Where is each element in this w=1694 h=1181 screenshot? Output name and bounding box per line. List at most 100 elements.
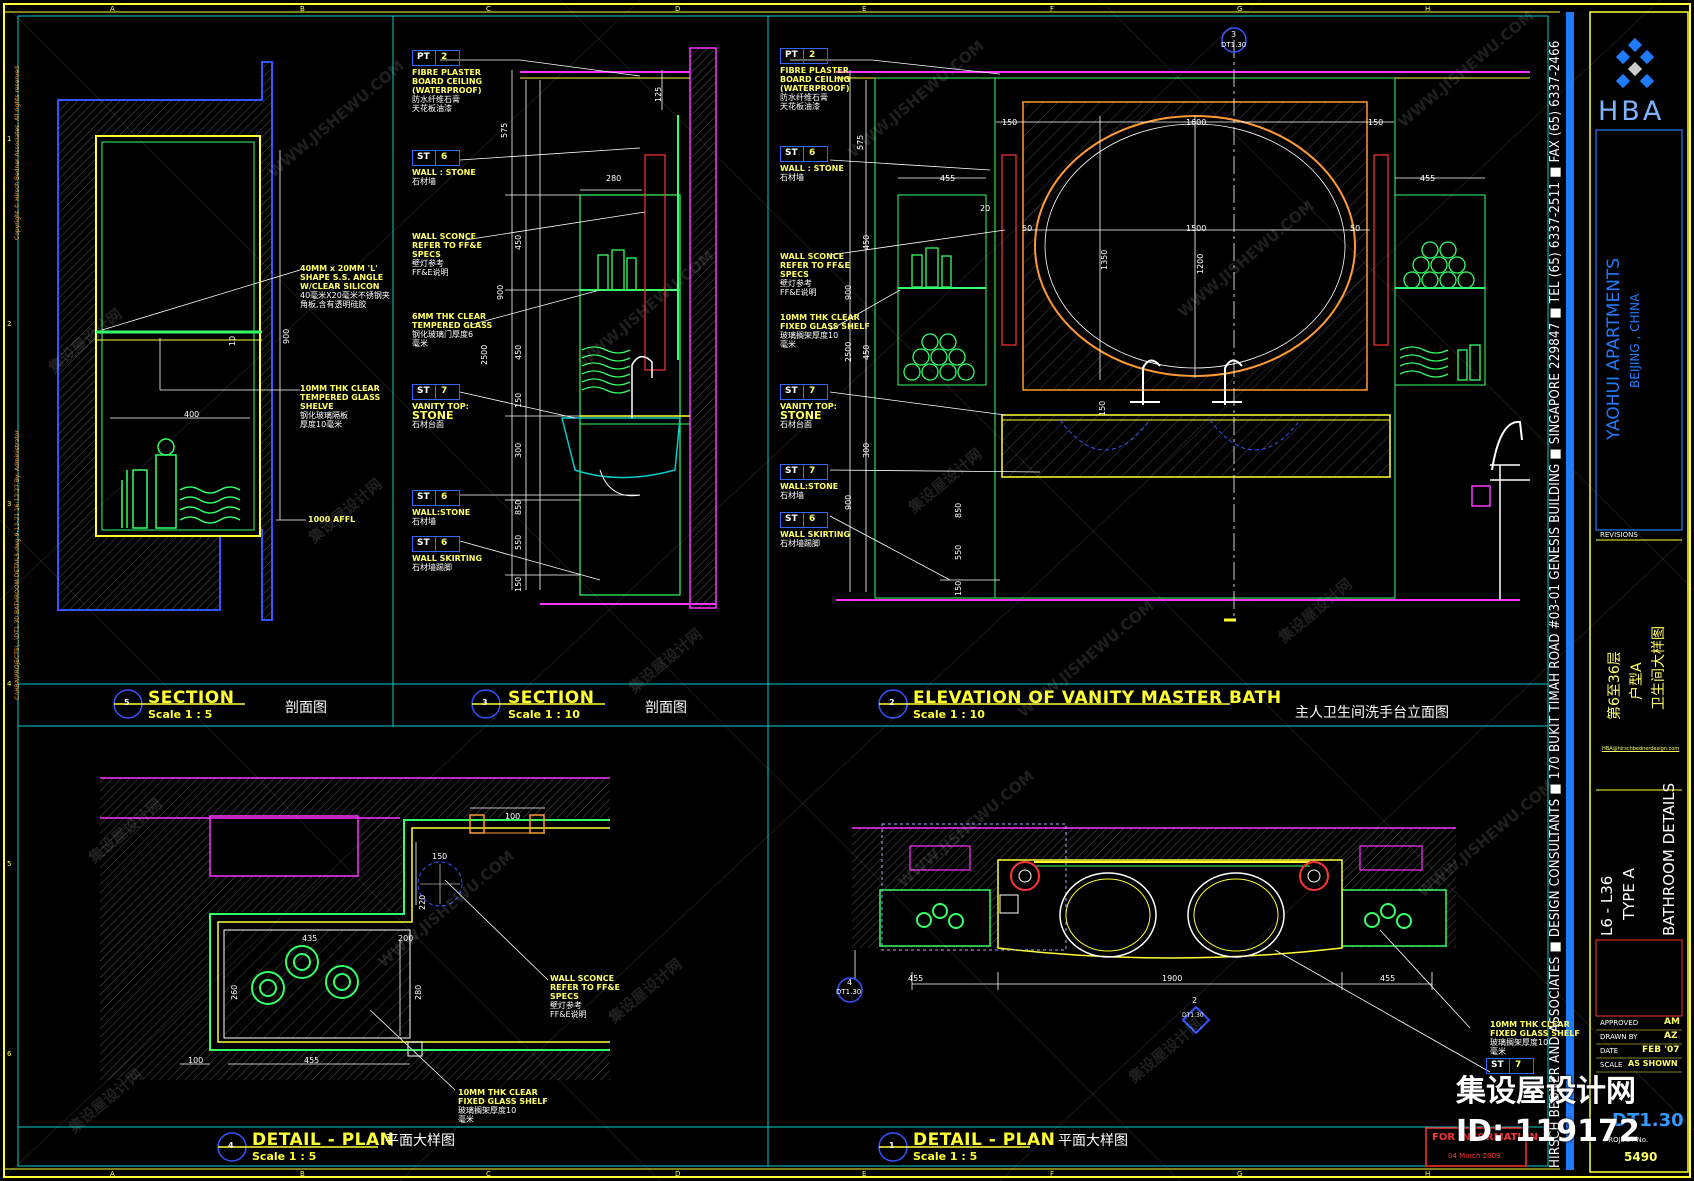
grid-letter-C: C: [486, 5, 491, 13]
grid-letter-D: D: [675, 1170, 681, 1178]
detail-en: BATHROOM DETAILS: [1660, 782, 1678, 936]
elevation-dim-21: 150: [954, 580, 963, 596]
plan1-ref-mid-sheet: DT1.30: [1182, 1012, 1204, 1019]
grid-number-3: 3: [7, 500, 12, 508]
ref-top-sheet: DT1.30: [1221, 41, 1247, 49]
section3-dim-10: 550: [514, 534, 523, 550]
panel3-cn: 剖面图: [645, 700, 687, 716]
grid-letter-C: C: [486, 1170, 491, 1178]
grid-letter-D: D: [675, 5, 681, 13]
hba-logo-mark: [1615, 37, 1655, 89]
plan4-dim-0: 100: [505, 812, 521, 821]
plan1-dim-mid: 1900: [1162, 974, 1183, 983]
section-3-drawing: [440, 47, 717, 609]
plan4-dim-1: 150: [432, 852, 448, 861]
email: HBA@hirschbednerdesign.com: [1602, 746, 1680, 752]
elevation-dim-5: 20: [980, 204, 991, 213]
section3-dim-11: 150: [514, 576, 523, 592]
section3-dim-2: 280: [606, 174, 622, 183]
plan4-dim-6: 280: [414, 984, 423, 1000]
grid-number-5: 5: [7, 860, 12, 868]
grid-letter-E: E: [862, 5, 867, 13]
elevation-dim-2: 150: [1368, 118, 1384, 127]
plan1-dim-left: 455: [908, 974, 924, 983]
section5-level: 1000 AFFL: [308, 515, 356, 524]
elevation-dim-9: 1350: [1100, 249, 1109, 270]
section5-dim-thk: 10: [228, 335, 237, 346]
panel-frames: [17, 15, 1549, 1167]
grid-letter-E: E: [862, 1170, 867, 1178]
elevation-dim-4: 455: [1420, 174, 1436, 183]
project-no-value: 5490: [1624, 1150, 1658, 1164]
sheet-border: [3, 3, 1691, 1178]
panel3-num: 3: [482, 698, 488, 707]
hba-logo: HBA: [1598, 96, 1665, 127]
panel5-scale: Scale 1 : 5: [148, 708, 213, 721]
type-en: TYPE A: [1620, 868, 1638, 920]
section3-dim-7: 150: [514, 392, 523, 408]
section3-dim-0: 125: [654, 86, 663, 102]
type-cn: 户型A: [1629, 662, 1645, 700]
floor-en: L6 - L36: [1598, 875, 1616, 936]
panel3-scale: Scale 1 : 10: [508, 708, 580, 721]
sheet-number: DT1.30: [1612, 1110, 1684, 1131]
grid-letter-F: F: [1050, 1170, 1055, 1178]
section3-dim-5: 450: [514, 344, 523, 360]
panel1-cn: 平面大样图: [1058, 1133, 1128, 1149]
grid-letter-F: F: [1050, 5, 1055, 13]
elevation-dim-12: 450: [862, 234, 871, 250]
panel5-num: 5: [124, 698, 130, 707]
grid-letter-B: B: [300, 5, 305, 13]
stamp-date: 04 March 2009: [1448, 1152, 1501, 1160]
elevation-dim-3: 455: [940, 174, 956, 183]
title-block: [1425, 11, 1689, 1173]
section-5-drawing: [57, 61, 306, 621]
grid-number-6: 6: [7, 1050, 12, 1058]
scale-label: SCALE: [1600, 1061, 1623, 1069]
panel1-title: DETAIL - PLAN: [913, 1130, 1056, 1150]
panel5-cn: 剖面图: [285, 700, 327, 716]
elevation-dim-18: 900: [844, 494, 853, 510]
elevation-dim-8: 50: [1350, 224, 1361, 233]
section3-dim-9: 850: [514, 499, 523, 515]
sidebar-copyright: Copyright © Hirsch Bedner Associates, Al…: [14, 66, 21, 240]
ref-top-num: 3: [1231, 30, 1237, 39]
watermark-id: ID: 119172: [1456, 1114, 1640, 1149]
grid-number-1: 1: [7, 135, 12, 143]
revisions-label: REVISIONS: [1600, 531, 1638, 539]
detail-cn: 卫生间大样图: [1651, 626, 1667, 710]
section3-dim-8: 300: [514, 442, 523, 458]
drawn-value: AZ: [1664, 1031, 1678, 1041]
plan1-ref-left-sheet: DT1.30: [836, 988, 862, 996]
plan-1-drawing: [852, 823, 1491, 1073]
elevation-dim-14: 450: [862, 344, 871, 360]
elevation-dim-20: 550: [954, 544, 963, 560]
section3-dim-4: 900: [496, 284, 505, 300]
